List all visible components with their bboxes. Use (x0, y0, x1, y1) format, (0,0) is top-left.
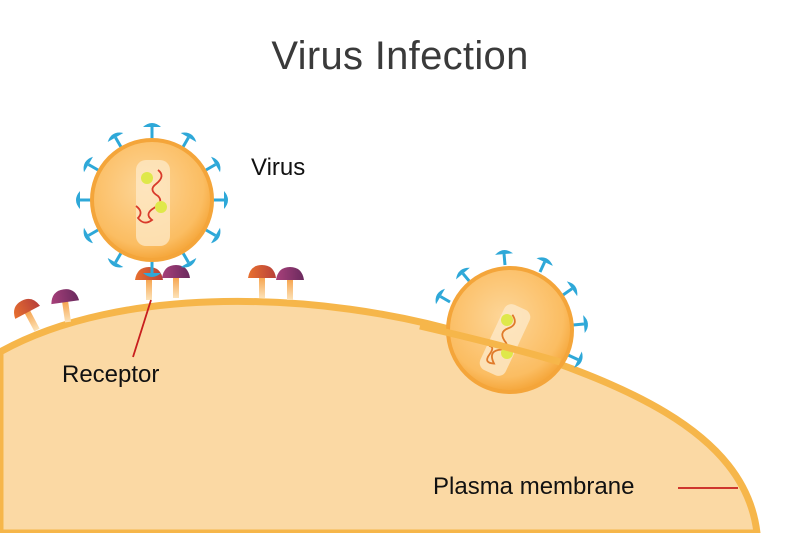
free-virus-dot-2 (155, 201, 167, 213)
plasma-membrane-label: Plasma membrane (433, 473, 635, 500)
receptor-label: Receptor (62, 361, 160, 388)
free-virus-dot-1 (141, 172, 153, 184)
receptor (135, 265, 190, 300)
virus-label: Virus (251, 154, 306, 181)
free-virus-rna (135, 169, 163, 224)
budding-virus-core (479, 304, 531, 376)
diagram-title: Virus Infection (271, 34, 529, 78)
budding-virus (431, 247, 591, 394)
receptor-leader-line (132, 299, 152, 358)
free-virus (74, 121, 230, 279)
plasma-membrane (419, 322, 562, 366)
budding-virus-dot-1 (501, 314, 513, 326)
host-cell (0, 297, 761, 533)
receptor (248, 265, 304, 300)
